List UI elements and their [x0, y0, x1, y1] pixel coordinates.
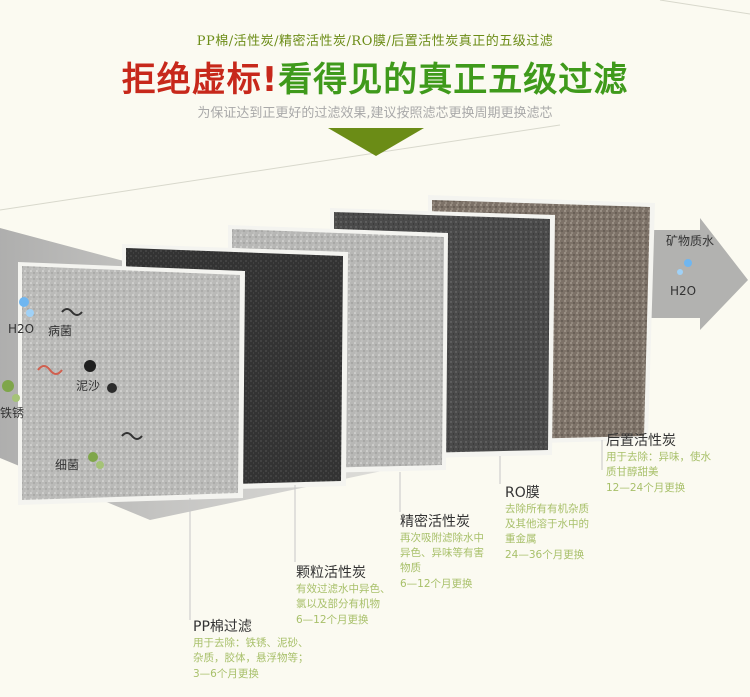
rust-particle-icon	[12, 394, 20, 402]
stage-cycle: 12—24个月更换	[606, 482, 686, 494]
h2o-label: H2O	[8, 322, 35, 336]
germ-particle-icon	[88, 452, 98, 462]
stage-ro-membrane: RO膜 去除所有有机杂质 及其他溶于水中的 重金属 24—36个月更换	[505, 482, 589, 562]
subtitle: PP棉/活性炭/精密活性炭/RO膜/后置活性炭真正的五级过滤	[196, 34, 554, 49]
rust-particle-icon	[2, 380, 14, 392]
germ-label: 细菌	[55, 458, 80, 472]
water-molecule-icon	[26, 309, 34, 317]
pathogen-icon	[61, 308, 83, 316]
stage-pp-cotton: PP棉过滤 用于去除：铁锈、泥砂、 杂质，胶体，悬浮物等； 3—6个月更换	[193, 616, 309, 681]
stage-desc: 去除所有有机杂质 及其他溶于水中的 重金属	[505, 503, 589, 545]
stage-post-carbon: 后置活性炭 用于去除：异味，使水 质甘醇甜美 12—24个月更换	[606, 430, 711, 495]
mineral-water-label: 矿物质水	[666, 234, 715, 248]
stage-cycle: 3—6个月更换	[193, 668, 259, 680]
filter-sheet-pp-cotton	[18, 262, 245, 505]
stage-cycle: 6—12个月更换	[296, 614, 369, 626]
guide-line	[0, 124, 561, 211]
sand-particle-icon	[107, 383, 117, 393]
water-molecule-icon	[684, 259, 692, 267]
pathogen-label: 病菌	[48, 324, 73, 338]
stage-desc: 用于去除：异味，使水 质甘醇甜美	[606, 451, 711, 478]
headline-green: 看得见的真正五级过滤	[278, 60, 629, 100]
tagline: 为保证达到正更好的过滤效果,建议按照滤芯更换周期更换滤芯	[197, 106, 553, 121]
stage-name: RO膜	[505, 485, 540, 501]
stage-name: 颗粒活性炭	[296, 565, 366, 581]
stage-precise-carbon: 精密活性炭 再次吸附滤除水中 异色、异味等有害 物质 6—12个月更换	[400, 511, 484, 591]
stage-desc: 再次吸附滤除水中 异色、异味等有害 物质	[400, 532, 484, 574]
stage-name: 精密活性炭	[400, 514, 470, 530]
guide-line	[659, 0, 750, 15]
pathogen-icon	[121, 432, 143, 440]
water-molecule-icon	[677, 269, 683, 275]
bacteria-icon	[37, 365, 63, 375]
output-arrow	[640, 218, 748, 330]
stage-name: PP棉过滤	[193, 619, 252, 635]
stage-desc: 有效过滤水中异色、 氯以及部分有机物	[296, 583, 391, 610]
rust-label: 铁锈	[0, 406, 25, 420]
sand-label: 泥沙	[76, 379, 101, 393]
water-molecule-icon	[19, 297, 29, 307]
down-arrow-icon	[328, 128, 424, 156]
output-h2o-label: H2O	[670, 284, 697, 298]
stage-cycle: 6—12个月更换	[400, 578, 473, 590]
headline: 拒绝虚标!看得见的真正五级过滤	[0, 52, 750, 101]
germ-particle-icon	[96, 461, 104, 469]
headline-red: 拒绝虚标!	[121, 60, 279, 100]
stage-desc: 用于去除：铁锈、泥砂、 杂质，胶体，悬浮物等；	[193, 637, 309, 664]
stage-name: 后置活性炭	[606, 433, 676, 449]
sand-particle-icon	[84, 360, 96, 372]
stage-cycle: 24—36个月更换	[505, 549, 585, 561]
stage-granular-carbon: 颗粒活性炭 有效过滤水中异色、 氯以及部分有机物 6—12个月更换	[296, 562, 391, 627]
